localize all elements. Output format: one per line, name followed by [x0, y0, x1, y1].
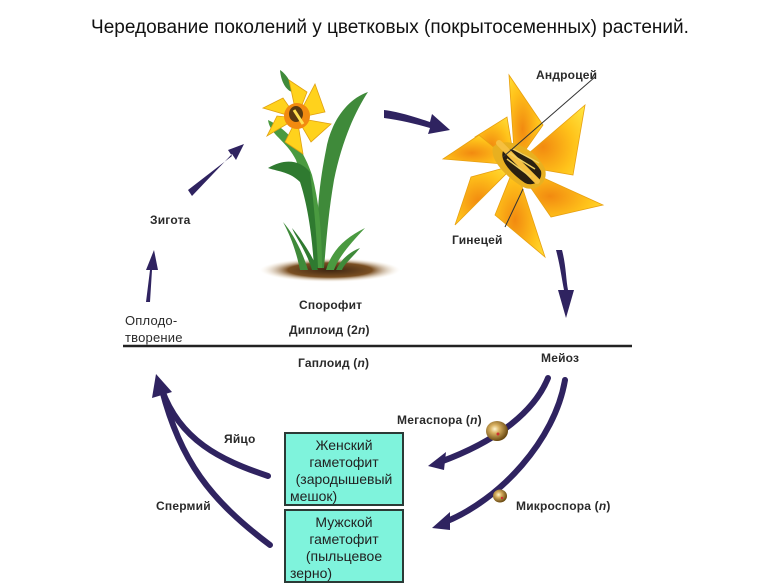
- male-gametophyte-line1: Мужской: [315, 514, 373, 530]
- label-egg: Яйцо: [224, 432, 256, 446]
- label-microspore-close: ): [606, 499, 611, 513]
- megaspore-icon: [486, 421, 508, 441]
- page-title: Чередование поколений у цветковых (покры…: [91, 17, 689, 38]
- arrow-sperm: [159, 387, 273, 548]
- label-fertilization-line1: Оплодо-: [125, 313, 178, 328]
- label-microspore-text: Микроспора (: [516, 499, 599, 513]
- female-gametophyte-line2: гаметофит: [309, 454, 379, 470]
- daffodil-plant-icon: [260, 70, 400, 282]
- cycle-arrows: [146, 110, 574, 318]
- arrowhead-megaspore: [428, 452, 446, 470]
- female-gametophyte-line4: мешок): [290, 488, 338, 504]
- label-sperm: Спермий: [156, 499, 211, 513]
- arrowhead-microspore: [432, 512, 450, 530]
- label-megaspore-close: ): [477, 413, 482, 427]
- label-diploid-text: Диплоид (2: [289, 323, 358, 337]
- female-gametophyte-box: Женский гаметофит (зародышевый мешок): [284, 432, 404, 506]
- label-androecium: Андроцей: [536, 68, 598, 82]
- label-megaspore-n: n: [470, 413, 478, 427]
- gamete-arrows: [159, 375, 568, 548]
- label-haploid: Гаплоид (n): [298, 356, 369, 370]
- arrowhead-egg-sperm: [152, 374, 172, 398]
- label-megaspore-text: Мегаспора (: [397, 413, 471, 427]
- label-microspore: Микроспора (n): [516, 499, 611, 513]
- label-fertilization-line2: творение: [125, 330, 183, 345]
- label-sporophyte: Спорофит: [299, 298, 363, 312]
- female-gametophyte-line3: (зародышевый: [295, 471, 393, 487]
- label-haploid-close: ): [365, 356, 370, 370]
- label-meiosis: Мейоз: [541, 351, 580, 365]
- label-diploid-n: n: [357, 323, 366, 337]
- label-diploid: Диплоид (2n): [289, 323, 370, 337]
- arrow-flower-to-meiosis: [556, 250, 574, 318]
- label-diploid-close: ): [365, 323, 370, 337]
- arrow-sporophyte-to-flower: [384, 110, 450, 134]
- arrow-meiosis-to-microspore: [442, 377, 568, 525]
- label-haploid-n: n: [357, 356, 366, 370]
- female-gametophyte-line1: Женский: [315, 437, 373, 453]
- male-gametophyte-line4: зерно): [290, 565, 333, 581]
- daffodil-flower-icon: [441, 73, 605, 259]
- arrow-fertilization-to-zygote: [146, 250, 158, 302]
- label-zygote: Зигота: [150, 213, 191, 227]
- label-gynoecium: Гинецей: [452, 233, 503, 247]
- label-haploid-text: Гаплоид (: [298, 356, 358, 370]
- label-microspore-n: n: [598, 499, 607, 513]
- arrow-meiosis-to-megaspore: [437, 375, 551, 465]
- arrow-zygote-to-sporophyte: [188, 144, 244, 196]
- microspore-icon: [493, 489, 507, 503]
- male-gametophyte-line2: гаметофит: [309, 531, 379, 547]
- label-megaspore: Мегаспора (n): [397, 413, 482, 427]
- male-gametophyte-line3: (пыльцевое: [305, 548, 383, 564]
- male-gametophyte-box: Мужской гаметофит (пыльцевое зерно): [284, 509, 404, 583]
- label-fertilization: Оплодо- творение: [125, 312, 183, 346]
